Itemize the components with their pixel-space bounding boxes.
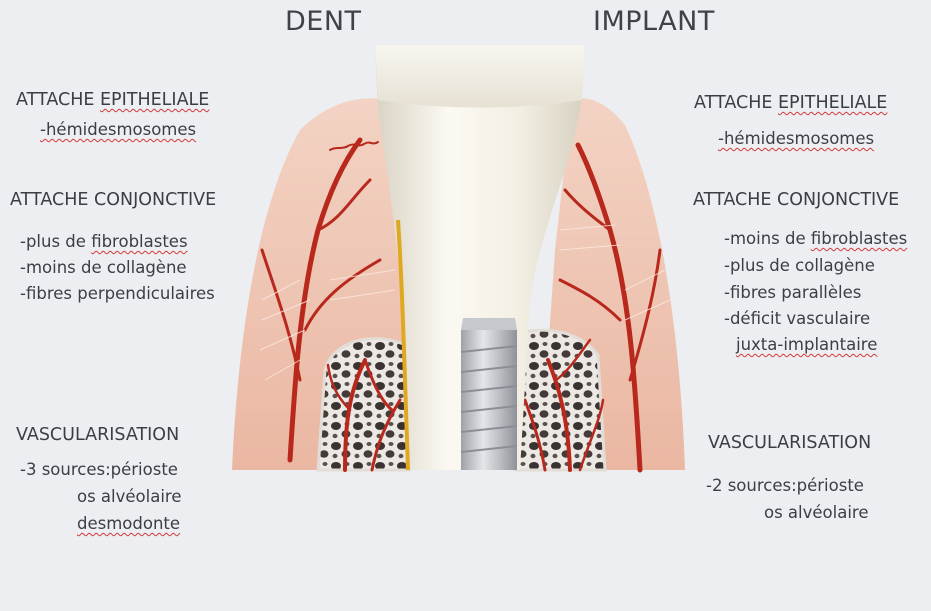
dent-epithelial-title: ATTACHE EPITHELIALE bbox=[16, 90, 209, 110]
implant-vasc-item-2: os alvéolaire bbox=[764, 503, 869, 522]
dent-vasc-item-3: desmodonte bbox=[77, 514, 180, 533]
dent-vasc-item-1: -3 sources:périoste bbox=[20, 460, 178, 479]
implant-conj-item-2: -plus de collagène bbox=[724, 256, 875, 275]
dent-conj-item-2: -moins de collagène bbox=[20, 258, 187, 277]
implant-vasc-item-1: -2 sources:périoste bbox=[706, 476, 864, 495]
heading-implant: IMPLANT bbox=[593, 6, 715, 37]
dent-epithelial-item: -hémidesmosomes bbox=[40, 120, 196, 139]
implant-conj-item-3: -fibres parallèles bbox=[724, 283, 861, 302]
dent-vasc-item-2: os alvéolaire bbox=[77, 487, 182, 506]
implant-conjunctive-title: ATTACHE CONJONCTIVE bbox=[693, 190, 899, 210]
implant bbox=[461, 318, 517, 470]
dent-conjunctive-title: ATTACHE CONJONCTIVE bbox=[10, 190, 216, 210]
dent-vasc-title: VASCULARISATION bbox=[16, 425, 179, 445]
implant-conj-item-4: -déficit vasculaire bbox=[724, 309, 870, 328]
heading-dent: DENT bbox=[285, 6, 362, 37]
dent-conj-item-3: -fibres perpendiculaires bbox=[20, 284, 215, 303]
dent-conj-item-1: -plus de fibroblastes bbox=[20, 232, 188, 251]
implant-vasc-title: VASCULARISATION bbox=[708, 433, 871, 453]
implant-conj-item-5: juxta-implantaire bbox=[736, 335, 877, 354]
implant-epithelial-title: ATTACHE EPITHELIALE bbox=[694, 93, 887, 113]
implant-conj-item-1: -moins de fibroblastes bbox=[724, 229, 907, 248]
crown-top bbox=[375, 45, 585, 108]
implant-epithelial-item: -hémidesmosomes bbox=[718, 129, 874, 148]
